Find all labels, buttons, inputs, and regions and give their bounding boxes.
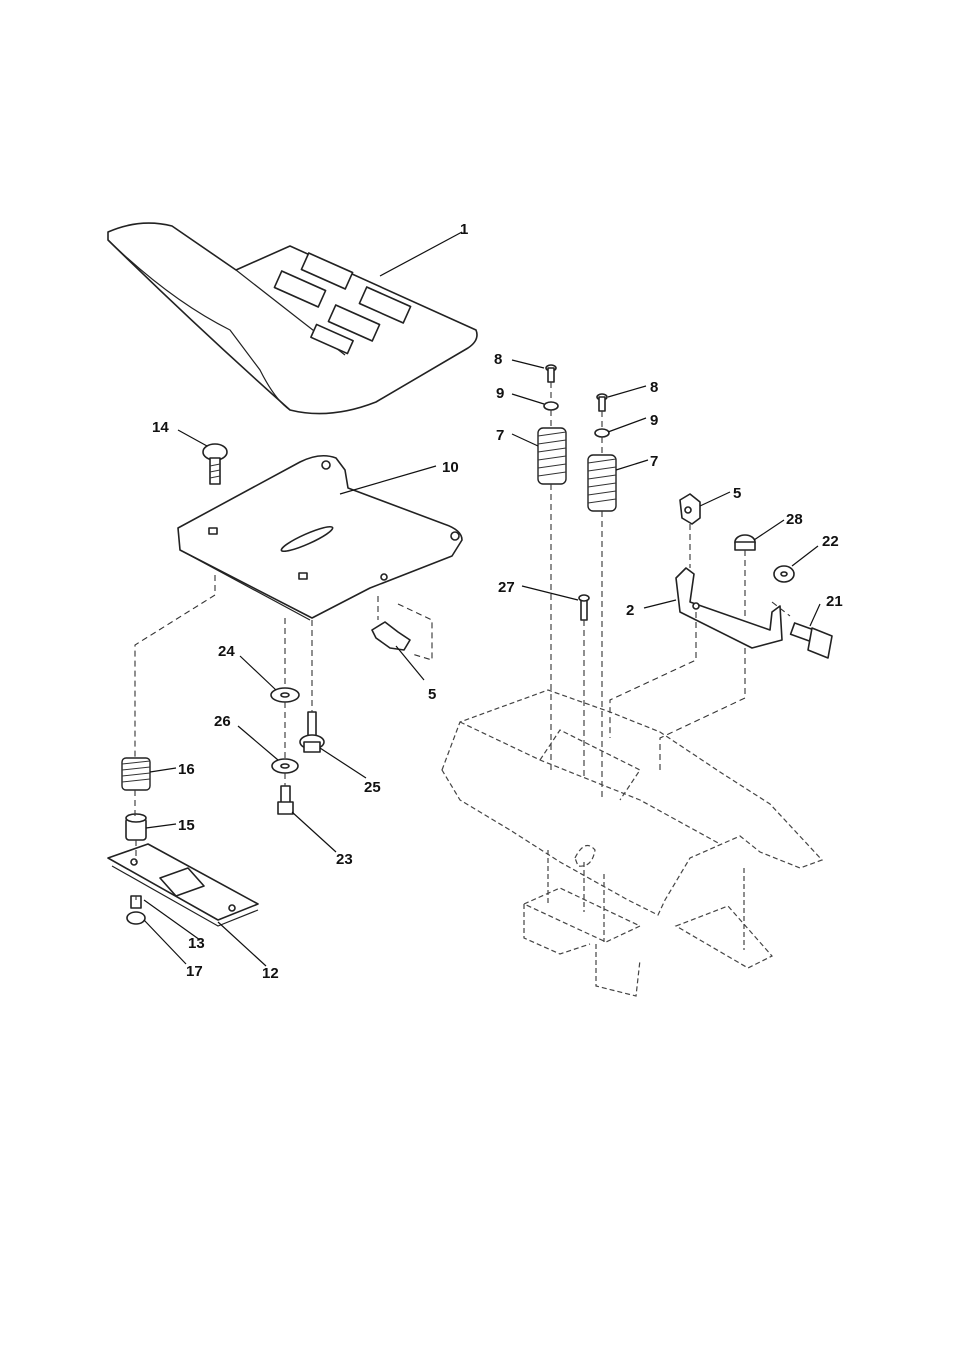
nut-17 xyxy=(127,912,145,924)
clip-left xyxy=(372,596,432,660)
label-nut-28: 28 xyxy=(786,511,803,528)
label-nut-17: 17 xyxy=(186,963,203,980)
bolt-23 xyxy=(278,786,293,814)
label-nut-22: 22 xyxy=(822,533,839,550)
seat xyxy=(108,223,477,413)
label-carriage-bolt: 14 xyxy=(152,419,169,436)
label-seat: 1 xyxy=(460,221,468,238)
screw-8-left xyxy=(546,365,556,382)
bolt-21 xyxy=(791,623,832,658)
nut-22 xyxy=(774,566,794,582)
spring-16 xyxy=(122,758,150,790)
label-spring-left: 7 xyxy=(496,427,504,444)
bolt-25 xyxy=(300,712,324,752)
screw-8-right xyxy=(597,394,607,411)
label-pin-27: 27 xyxy=(498,579,515,596)
label-bolt-25: 25 xyxy=(364,779,381,796)
label-bracket: 2 xyxy=(626,602,634,619)
carriage-bolt-14 xyxy=(203,444,227,484)
label-screw-left: 8 xyxy=(494,351,502,368)
label-bolt-23: 23 xyxy=(336,851,353,868)
spring-7-left xyxy=(538,428,566,484)
label-bolt-21: 21 xyxy=(826,593,843,610)
label-bolt-13: 13 xyxy=(188,935,205,952)
washer-9-left xyxy=(544,402,558,410)
label-seat-pan: 10 xyxy=(442,459,459,476)
bracket-2 xyxy=(676,568,782,648)
label-washer-24: 24 xyxy=(218,643,235,660)
pin-27 xyxy=(579,595,589,620)
nut-28 xyxy=(735,535,755,550)
label-washer-right: 9 xyxy=(650,412,658,429)
tractor-frame xyxy=(442,690,822,996)
label-clip-right: 5 xyxy=(733,485,741,502)
label-spring-16: 16 xyxy=(178,761,195,778)
label-screw-right: 8 xyxy=(650,379,658,396)
spacer-15 xyxy=(126,814,146,840)
label-spacer-15: 15 xyxy=(178,817,195,834)
washer-26 xyxy=(272,759,298,773)
spring-7-right xyxy=(588,455,616,511)
label-plate-12: 12 xyxy=(262,965,279,982)
clip-right xyxy=(680,494,700,524)
washer-24 xyxy=(271,688,299,702)
label-clip-left: 5 xyxy=(428,686,436,703)
label-washer-26: 26 xyxy=(214,713,231,730)
washer-9-right xyxy=(595,429,609,437)
label-washer-left: 9 xyxy=(496,385,504,402)
label-spring-right: 7 xyxy=(650,453,658,470)
